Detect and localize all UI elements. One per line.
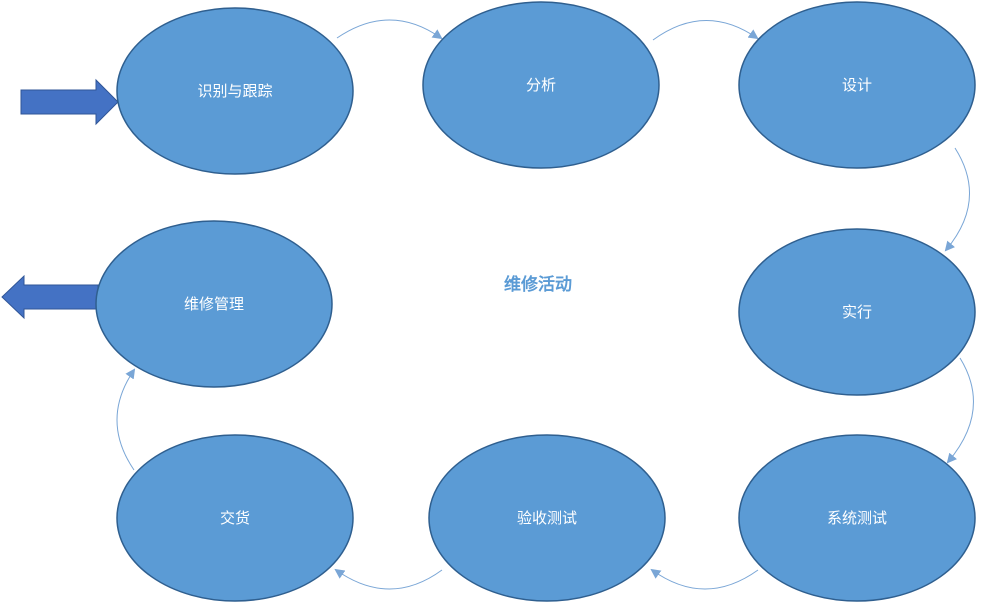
node-implement: 实行 [738, 228, 976, 396]
node-analysis: 分析 [422, 1, 660, 169]
node-acceptance-test-label: 验收测试 [517, 509, 577, 527]
flow-arrow-design-to-implement [944, 147, 971, 252]
node-delivery-label: 交货 [220, 509, 250, 527]
node-delivery: 交货 [116, 434, 354, 602]
node-design-label: 设计 [842, 76, 872, 94]
node-design: 设计 [738, 1, 976, 169]
node-maintenance-mgmt-label: 维修管理 [184, 295, 244, 313]
node-implement-label: 实行 [842, 303, 872, 321]
diagram-center-title: 维修活动 [504, 274, 572, 295]
flow-arrow-analysis-to-design [652, 20, 759, 41]
flow-arrow-acceptance-test-to-delivery [334, 568, 443, 590]
node-system-test: 系统测试 [738, 434, 976, 602]
node-identify-label: 识别与跟踪 [197, 82, 272, 100]
node-analysis-label: 分析 [526, 76, 556, 94]
flow-arrow-identify-to-analysis [336, 19, 443, 40]
flow-arrow-delivery-to-maintenance-mgmt [116, 368, 136, 471]
flow-arrow-system-test-to-acceptance-test [650, 568, 759, 590]
node-acceptance-test: 验收测试 [428, 434, 666, 602]
node-system-test-label: 系统测试 [827, 509, 887, 527]
flow-arrow-implement-to-system-test [946, 357, 974, 464]
node-maintenance-mgmt: 维修管理 [95, 220, 333, 388]
node-identify: 识别与跟踪 [116, 7, 354, 175]
exit-arrow [1, 274, 99, 320]
entry-arrow [20, 78, 119, 126]
